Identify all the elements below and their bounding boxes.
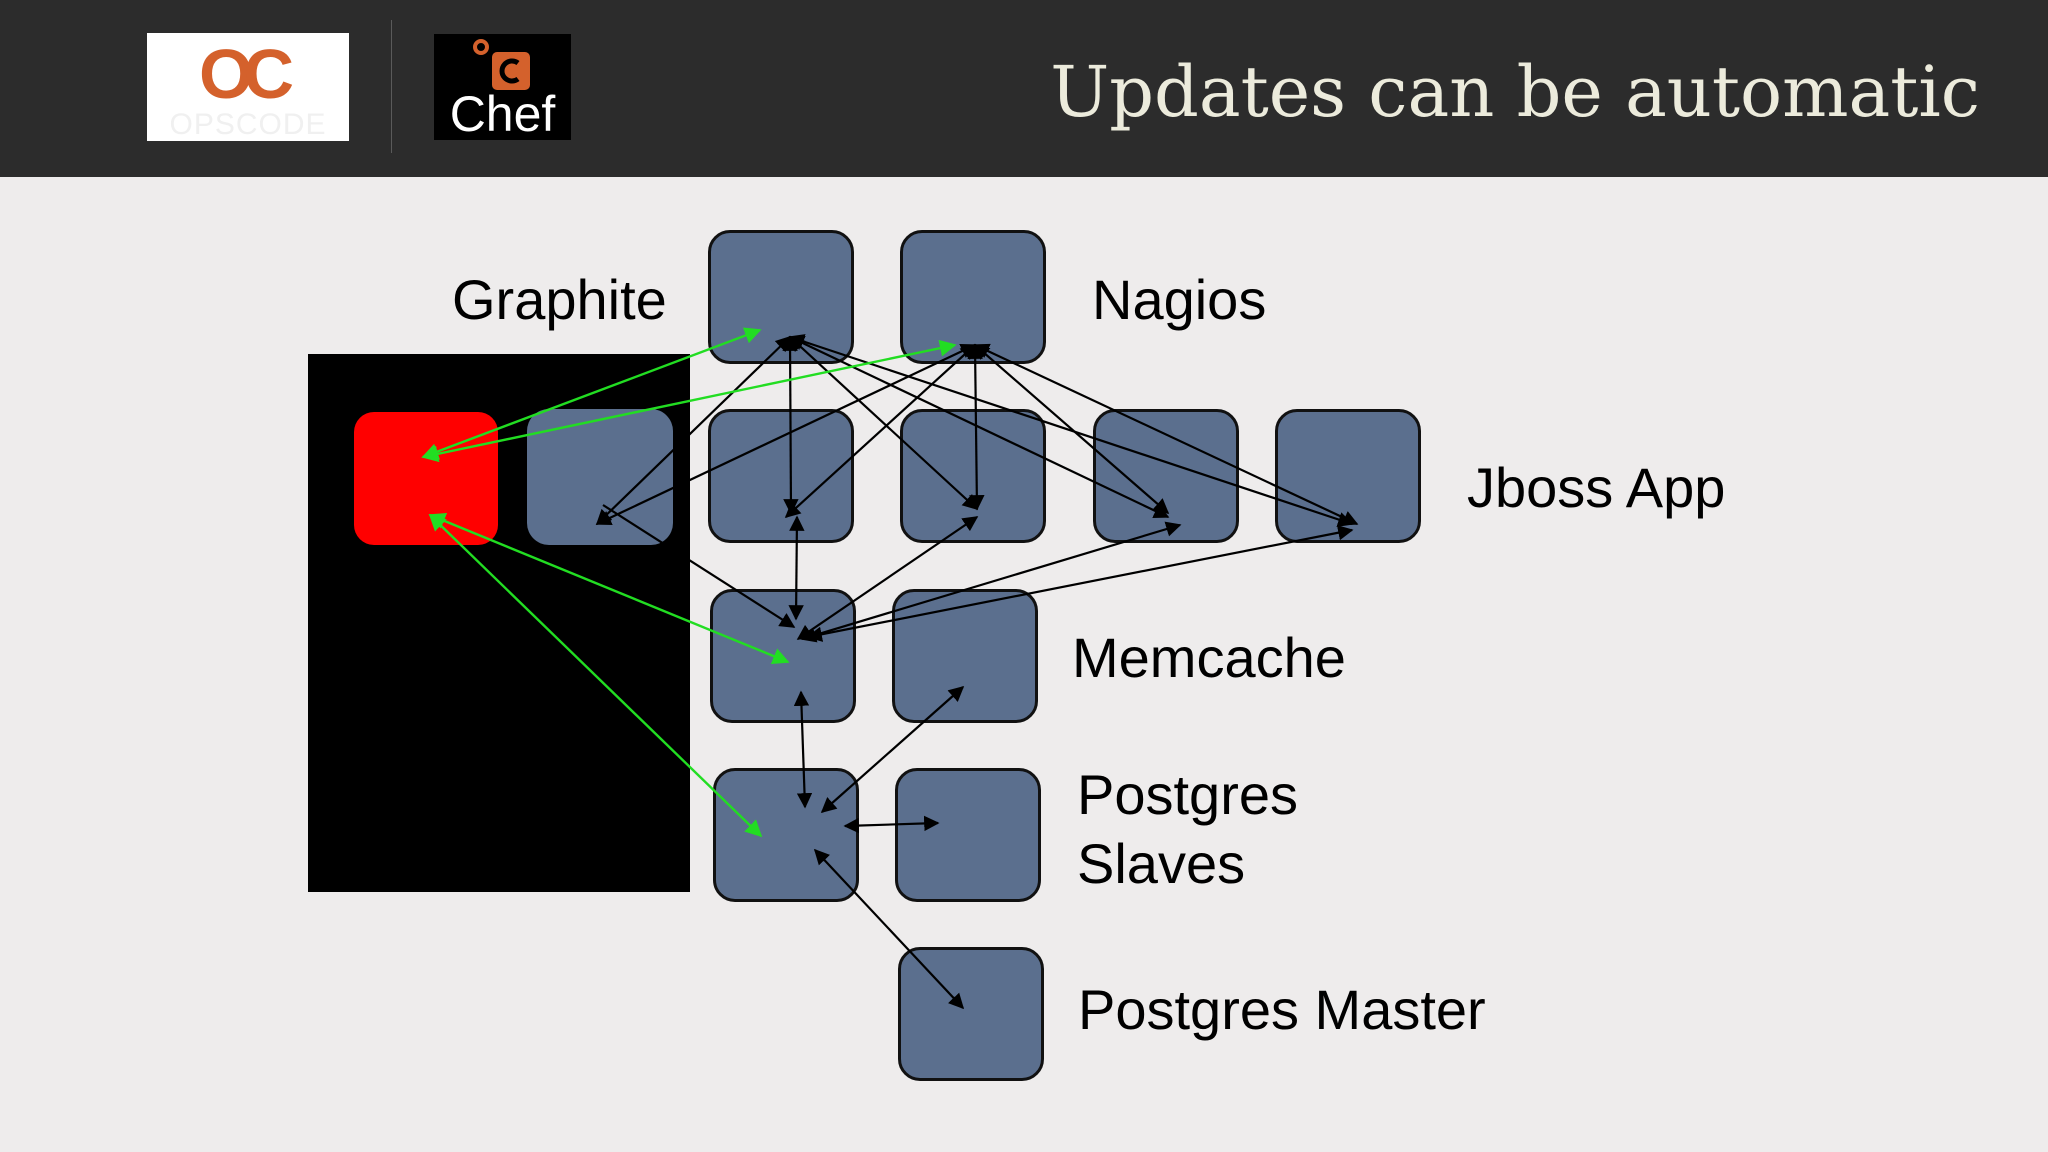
link-nagios-jboss1 — [595, 343, 977, 526]
jboss-label: Jboss App — [1467, 456, 1726, 519]
update-arrow-graphite — [421, 327, 762, 460]
link-graphite-jboss2 — [782, 335, 799, 515]
link-graphite-jboss5 — [788, 334, 1354, 527]
link-memcache2-pgslave1 — [820, 685, 965, 814]
nagios-label: Nagios — [1092, 268, 1267, 331]
opscode-logo: OC OPSCODE — [147, 33, 349, 141]
link-nagios-jboss4 — [973, 343, 1170, 515]
link-nagios-jboss5 — [973, 343, 1359, 526]
postgres-master-label: Postgres Master — [1078, 978, 1486, 1041]
link-jboss1-memcache — [602, 504, 796, 628]
chef-logo-text: Chef — [449, 86, 556, 142]
chef-logo-icon — [473, 39, 530, 90]
link-graphite-jboss1 — [595, 335, 792, 526]
link-graphite-jboss4 — [788, 336, 1170, 518]
opscode-logo-mark: OC — [199, 35, 294, 113]
link-jboss2-memcache — [788, 515, 805, 621]
opscode-logo-text: OPSCODE — [169, 108, 327, 141]
logo-divider — [391, 20, 392, 153]
link-nagios-jboss2 — [784, 343, 977, 519]
graphite-label: Graphite — [452, 268, 667, 331]
link-nagios-jboss3 — [967, 343, 985, 511]
link-jboss4-memcache — [800, 521, 1182, 643]
link-pgslave1-pgslave2 — [843, 815, 940, 834]
link-jboss5-memcache — [806, 525, 1354, 642]
update-arrow-pgslave — [428, 513, 763, 838]
link-memcache-pgslave1 — [793, 690, 813, 809]
chef-logo: Chef — [434, 34, 571, 140]
link-pgslave1-pgmaster — [813, 848, 965, 1010]
postgres-slaves-label-line2: Slaves — [1077, 832, 1246, 895]
link-graphite-jboss3 — [788, 335, 979, 511]
update-arrow-nagios — [421, 339, 957, 463]
slide-header: OC OPSCODE Chef Updates can be automatic — [0, 0, 2048, 177]
slide-title: Updates can be automatic — [1050, 51, 1980, 133]
postgres-slaves-label-line1: Postgres — [1077, 763, 1298, 826]
